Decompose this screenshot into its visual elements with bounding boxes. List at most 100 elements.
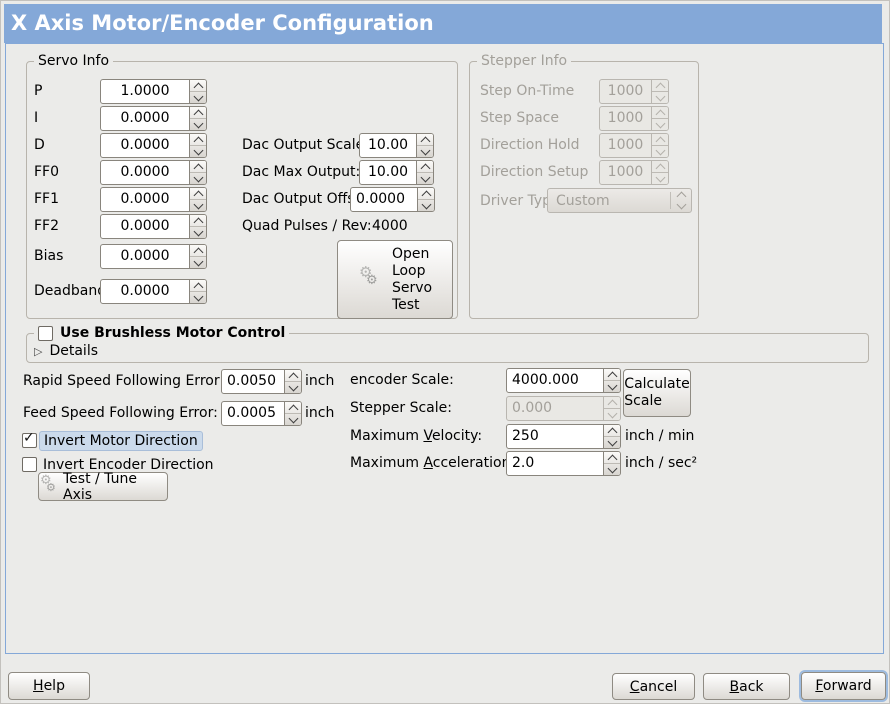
ff0-spinbox[interactable]: 0.0000	[100, 160, 207, 185]
spin-up-button	[652, 107, 668, 119]
spin-up-button[interactable]	[604, 452, 620, 464]
spin-down-button[interactable]	[190, 118, 206, 130]
spin-down-button[interactable]	[190, 145, 206, 157]
forward-button[interactable]: Forward	[801, 672, 886, 700]
spin-up-button[interactable]	[190, 280, 206, 292]
feed-following-error-spinbox[interactable]: 0.0005	[221, 401, 302, 426]
direction-setup-spinbox: 1000	[599, 160, 669, 185]
spin-down-button	[604, 408, 620, 420]
stepper-info-legend: Stepper Info	[477, 53, 572, 69]
invert-encoder-label[interactable]: Invert Encoder Direction	[43, 457, 214, 473]
p-label: P	[34, 83, 43, 99]
spin-down-button	[652, 91, 668, 103]
encoder-scale-spinbox[interactable]: 4000.000	[506, 368, 621, 393]
rapid-following-error-spinbox[interactable]: 0.0050	[221, 369, 302, 394]
spin-up-button[interactable]	[285, 370, 301, 382]
spin-down-button[interactable]	[190, 291, 206, 303]
spin-down-button[interactable]	[190, 256, 206, 268]
spin-down-button[interactable]	[190, 199, 206, 211]
dropdown-arrows-icon	[671, 191, 691, 210]
i-spinbox[interactable]: 0.0000	[100, 106, 207, 131]
invert-encoder-checkbox[interactable]	[22, 457, 37, 472]
spin-up-button	[652, 134, 668, 146]
ff1-spinbox[interactable]: 0.0000	[100, 187, 207, 212]
ff2-spinbox[interactable]: 0.0000	[100, 214, 207, 239]
max-acceleration-spinbox[interactable]: 2.0	[506, 451, 621, 476]
calculate-scale-button[interactable]: Calculate Scale	[623, 369, 691, 417]
help-button[interactable]: Help	[8, 672, 90, 700]
spin-up-button[interactable]	[604, 425, 620, 437]
spin-down-button[interactable]	[604, 436, 620, 448]
spin-down-button[interactable]	[285, 381, 301, 393]
use-brushless-label[interactable]: Use Brushless Motor Control	[60, 325, 286, 341]
ff2-label: FF2	[34, 218, 60, 234]
direction-setup-label: Direction Setup	[480, 164, 589, 180]
rapid-following-error-label: Rapid Speed Following Error:	[23, 373, 225, 389]
ff0-label: FF0	[34, 164, 60, 180]
d-spinbox[interactable]: 0.0000	[100, 133, 207, 158]
spin-up-button[interactable]	[190, 188, 206, 200]
spin-up-button[interactable]	[417, 134, 433, 146]
brushless-frame: Use Brushless Motor Control ▷ Details	[26, 325, 869, 363]
spin-down-button[interactable]	[604, 380, 620, 392]
cancel-button[interactable]: Cancel	[612, 673, 695, 700]
spin-down-button[interactable]	[418, 199, 434, 211]
rapid-error-unit: inch	[305, 373, 335, 389]
deadband-spinbox[interactable]: 0.0000	[100, 279, 207, 304]
open-loop-servo-test-button[interactable]: ⚙ ⚙ Open Loop Servo Test	[337, 240, 453, 319]
checkmark-icon: ✓	[23, 430, 35, 446]
invert-motor-label[interactable]: Invert Motor Direction	[39, 431, 203, 451]
spin-up-button[interactable]	[190, 107, 206, 119]
spin-down-button	[652, 118, 668, 130]
direction-hold-spinbox: 1000	[599, 133, 669, 158]
driver-type-label: Driver Type:	[480, 193, 565, 209]
spin-up-button[interactable]	[190, 245, 206, 257]
dac-output-scale-label: Dac Output Scale:	[242, 137, 369, 153]
feed-following-error-label: Feed Speed Following Error:	[23, 405, 218, 421]
spin-up-button[interactable]	[190, 215, 206, 227]
dac-max-output-spinbox[interactable]: 10.00	[359, 160, 434, 185]
use-brushless-checkbox[interactable]	[38, 325, 53, 341]
dac-output-scale-spinbox[interactable]: 10.00	[359, 133, 434, 158]
direction-hold-label: Direction Hold	[480, 137, 580, 153]
spin-down-button[interactable]	[190, 226, 206, 238]
spin-up-button[interactable]	[285, 402, 301, 414]
gears-icon: ⚙ ⚙	[358, 262, 378, 288]
spin-up-button[interactable]	[190, 161, 206, 173]
page-title: X Axis Motor/Encoder Configuration	[4, 4, 882, 43]
spin-up-button[interactable]	[190, 80, 206, 92]
bias-spinbox[interactable]: 0.0000	[100, 244, 207, 269]
spin-down-button[interactable]	[604, 463, 620, 475]
dac-output-offset-spinbox[interactable]: 0.0000	[350, 187, 435, 212]
spin-up-button[interactable]	[418, 188, 434, 200]
deadband-label: Deadband	[34, 283, 107, 299]
stepper-info-frame: Stepper Info Step On-Time 1000 Step Spac…	[469, 53, 699, 319]
max-velocity-unit: inch / min	[625, 428, 695, 444]
spin-up-button[interactable]	[190, 134, 206, 146]
spin-up-button[interactable]	[604, 369, 620, 381]
spin-down-button[interactable]	[285, 413, 301, 425]
details-expander[interactable]: ▷ Details	[34, 343, 98, 359]
quad-pulses-label: Quad Pulses / Rev:	[242, 218, 372, 234]
spin-down-button[interactable]	[190, 91, 206, 103]
spin-down-button[interactable]	[417, 172, 433, 184]
step-space-spinbox: 1000	[599, 106, 669, 131]
bias-label: Bias	[34, 248, 64, 264]
driver-type-dropdown: Custom	[547, 188, 692, 213]
open-loop-button-label: Open Loop Servo Test	[391, 245, 433, 313]
p-spinbox[interactable]: 1.0000	[100, 79, 207, 104]
max-velocity-spinbox[interactable]: 250	[506, 424, 621, 449]
spin-up-button	[604, 397, 620, 409]
spin-up-button[interactable]	[417, 161, 433, 173]
stepper-scale-label: Stepper Scale:	[350, 400, 452, 416]
invert-motor-checkbox[interactable]: ✓	[22, 430, 37, 448]
back-button[interactable]: Back	[703, 673, 790, 700]
gears-icon: ⚙ ⚙	[40, 472, 56, 494]
spin-down-button[interactable]	[190, 172, 206, 184]
feed-error-unit: inch	[305, 405, 335, 421]
test-tune-axis-label: Test / Tune Axis	[63, 470, 137, 503]
expander-arrow-icon: ▷	[34, 344, 43, 358]
servo-info-legend: Servo Info	[34, 53, 114, 69]
spin-down-button[interactable]	[417, 145, 433, 157]
test-tune-axis-button[interactable]: ⚙ ⚙ Test / Tune Axis	[38, 470, 168, 503]
